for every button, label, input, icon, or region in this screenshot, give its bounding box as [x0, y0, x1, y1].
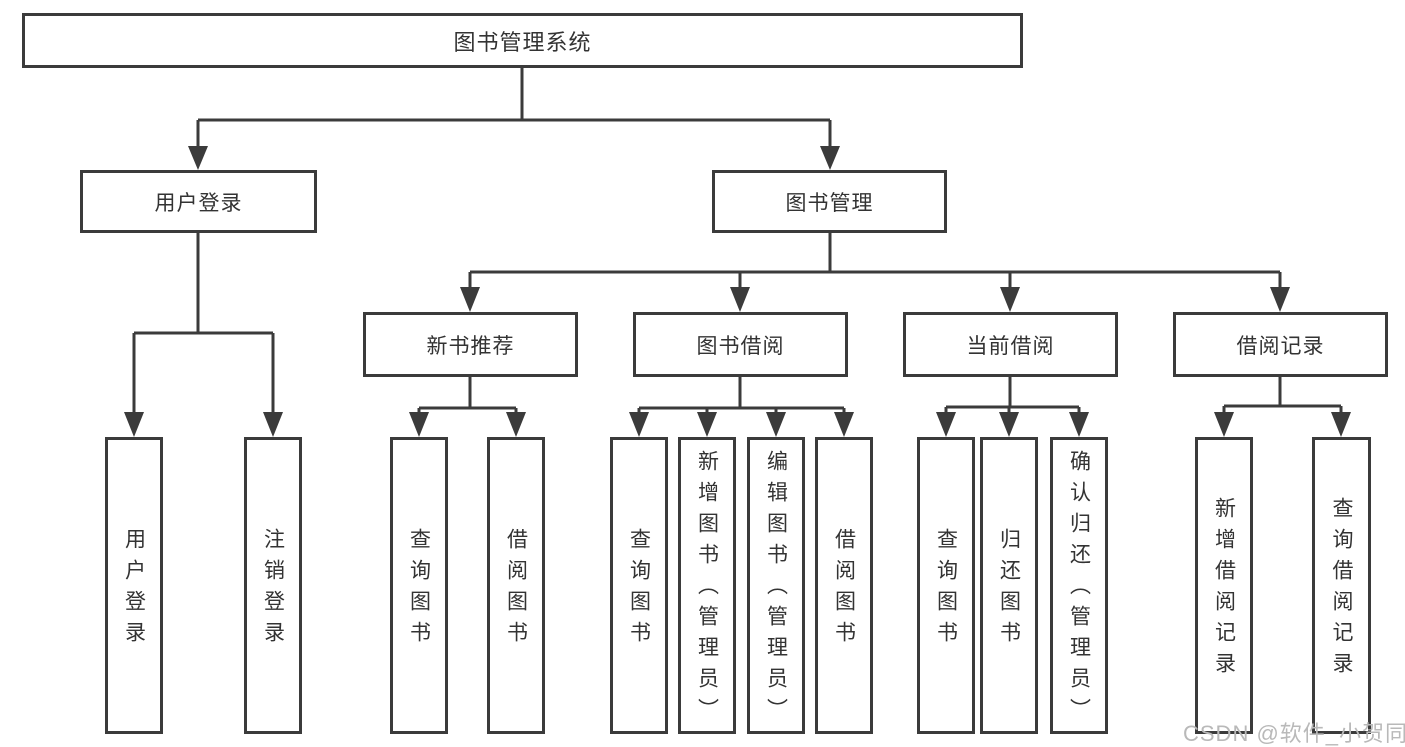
- leaf-borrow-books: 借阅图书: [815, 437, 873, 734]
- arrowheads: [124, 146, 1351, 437]
- node-borrowing-records: 借阅记录: [1173, 312, 1388, 377]
- leaf-logout: 注销登录: [244, 437, 302, 734]
- node-library-management-system: 图书管理系统: [22, 13, 1023, 68]
- leaf-add-books-admin: 新增图书（管理员）: [678, 437, 736, 734]
- leaf-query-books-borrowing: 查询图书: [610, 437, 668, 734]
- leaf-query-borrow-record: 查询借阅记录: [1312, 437, 1371, 734]
- node-book-borrowing: 图书借阅: [633, 312, 848, 377]
- node-current-borrowing: 当前借阅: [903, 312, 1118, 377]
- leaf-add-borrow-record: 新增借阅记录: [1195, 437, 1253, 734]
- leaf-user-login: 用户登录: [105, 437, 163, 734]
- leaf-return-books: 归还图书: [980, 437, 1038, 734]
- node-user-login: 用户登录: [80, 170, 317, 233]
- node-book-management: 图书管理: [712, 170, 947, 233]
- leaf-edit-books-admin: 编辑图书（管理员）: [747, 437, 805, 734]
- leaf-confirm-return-admin: 确认归还（管理员）: [1050, 437, 1108, 734]
- leaf-query-books-current: 查询图书: [917, 437, 975, 734]
- node-new-book-recommendation: 新书推荐: [363, 312, 578, 377]
- leaf-query-books-recommend: 查询图书: [390, 437, 448, 734]
- leaf-borrow-books-recommend: 借阅图书: [487, 437, 545, 734]
